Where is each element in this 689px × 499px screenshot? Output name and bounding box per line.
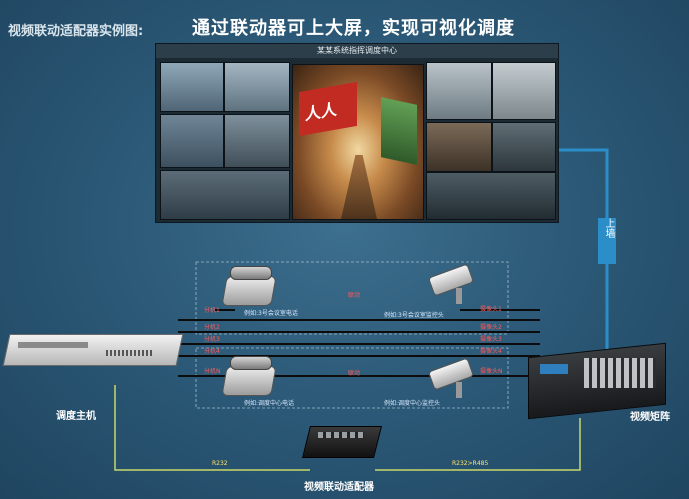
wall-tile (426, 62, 492, 120)
banner: 人人 (299, 81, 357, 137)
zone-box-top (195, 261, 509, 335)
cable-right (375, 418, 581, 471)
host-chassis (2, 334, 184, 366)
phone-top (221, 262, 277, 306)
adapter-ports (318, 432, 364, 438)
wall-tile (160, 62, 224, 112)
matrix-display (540, 364, 568, 374)
matrix-port-label: 摄像头4 (480, 348, 502, 355)
pipes (381, 97, 417, 165)
cable-left-label: R232 (212, 460, 228, 467)
wall-tile (492, 122, 556, 172)
host-port-label: 分机N (204, 368, 221, 375)
matrix-port-label: 摄像头3 (480, 336, 502, 343)
wall-tile-center: 人人 (292, 64, 424, 220)
phone-bottom-caption: 例如:调度中心电话 (244, 400, 295, 407)
wall-tile (492, 62, 556, 120)
camera-icon (427, 263, 475, 297)
matrix-port-label: 摄像头1 (480, 306, 502, 313)
host-port-label: 分机2 (204, 324, 220, 331)
wall-tile (160, 170, 290, 220)
camera-icon (427, 357, 475, 391)
matrix-port-label: 摄像头2 (480, 324, 502, 331)
host-port-label: 分机3 (204, 336, 220, 343)
handset-icon (230, 356, 272, 370)
zone-box-bottom (195, 347, 509, 409)
handset-icon (230, 266, 272, 280)
phone-bottom (221, 352, 277, 396)
link-label-top: 联动 (348, 292, 361, 299)
adapter-body (302, 426, 382, 458)
wall-tile (224, 114, 290, 168)
camera-top-caption: 例如:3号会议室监控头 (384, 312, 444, 319)
host-port-label: 分机1 (204, 307, 220, 314)
matrix-port-label: 摄像头N (480, 368, 503, 375)
camera-mount (456, 382, 462, 398)
linkage-adapter-label: 视频联动适配器 (304, 482, 374, 493)
diagram-title: 视频联动适配器实例图: (8, 24, 144, 39)
dispatch-host-label: 调度主机 (56, 411, 96, 422)
matrix-buttons (584, 358, 656, 388)
host-vents (106, 350, 152, 356)
wall-tile (160, 114, 224, 168)
wall-tile (224, 62, 290, 112)
phone-top-caption: 例如:3号会议室电话 (244, 310, 298, 317)
headline: 通过联动器可上大屏，实现可视化调度 (192, 18, 515, 39)
cable-left (114, 385, 310, 471)
camera-bottom (426, 357, 475, 402)
wall-caption: 某某系统指挥调度中心 (156, 44, 558, 58)
camera-top (426, 263, 475, 308)
video-matrix-label: 视频矩阵 (630, 412, 670, 423)
camera-mount (456, 288, 462, 304)
camera-bottom-caption: 例如:调度中心监控头 (384, 400, 441, 407)
wall-tile (426, 122, 492, 172)
dispatch-host (2, 328, 184, 372)
host-port-label: 分机4 (204, 348, 220, 355)
uplink-text: 上墙 (603, 218, 614, 238)
track (341, 155, 377, 219)
linkage-adapter (302, 420, 382, 460)
video-matrix (528, 342, 668, 420)
cable-right-label: R232>R485 (452, 460, 489, 467)
phone-icon (221, 276, 277, 306)
link-label-bottom: 联动 (348, 370, 361, 377)
uplink-label: 上墙 (598, 218, 616, 264)
banner-text: 人人 (305, 99, 338, 125)
phone-icon (221, 366, 277, 396)
wall-tile (426, 172, 556, 220)
host-slot (18, 342, 88, 348)
video-wall: 某某系统指挥调度中心 人人 (155, 43, 559, 223)
